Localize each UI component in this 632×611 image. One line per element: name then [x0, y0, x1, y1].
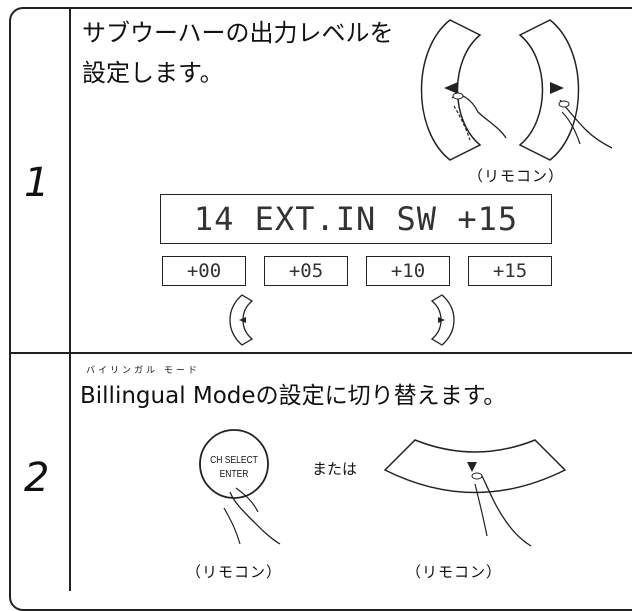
enter-button-label: CH SELECT ENTER [205, 454, 263, 482]
level-option: +05 [264, 256, 348, 286]
step-1-number: 1 [24, 160, 50, 206]
ch-select-enter-button-icon [199, 429, 281, 545]
or-text: または [312, 460, 358, 478]
step-2-number: 2 [24, 455, 50, 501]
column-divider [69, 7, 71, 591]
step-1-instruction-line2: 設定します。 [82, 59, 224, 87]
step-1-instruction-line1: サブウーハーの出力レベルを [82, 19, 394, 47]
enter-button-line1: CH SELECT [210, 455, 258, 466]
remote-left-arrow-button-icon [420, 19, 507, 161]
level-option: +00 [162, 256, 246, 286]
step-2-remote-caption-left: （リモコン） [186, 563, 283, 581]
enter-button-line2: ENTER [219, 469, 249, 480]
level-option: +10 [366, 256, 450, 286]
level-option: +15 [468, 256, 552, 286]
small-right-arrow-icon [430, 294, 455, 346]
lcd-display: 14 EXT.IN SW +15 [160, 194, 552, 244]
step-2-instruction: Billingual Modeの設定に切り替えます。 [80, 379, 506, 413]
mode-name: Billingual Mode [80, 383, 256, 409]
instruction-suffix: の設定に切り替えます。 [255, 383, 507, 409]
row-divider [9, 352, 632, 354]
remote-down-arrow-button-icon [383, 439, 567, 547]
step-2-furigana: バイリンガル モード [86, 366, 200, 376]
remote-right-arrow-button-icon [518, 19, 613, 161]
small-left-arrow-icon [229, 294, 254, 346]
step-2-remote-caption-right: （リモコン） [406, 563, 503, 581]
step-1-remote-caption: （リモコン） [468, 167, 565, 185]
